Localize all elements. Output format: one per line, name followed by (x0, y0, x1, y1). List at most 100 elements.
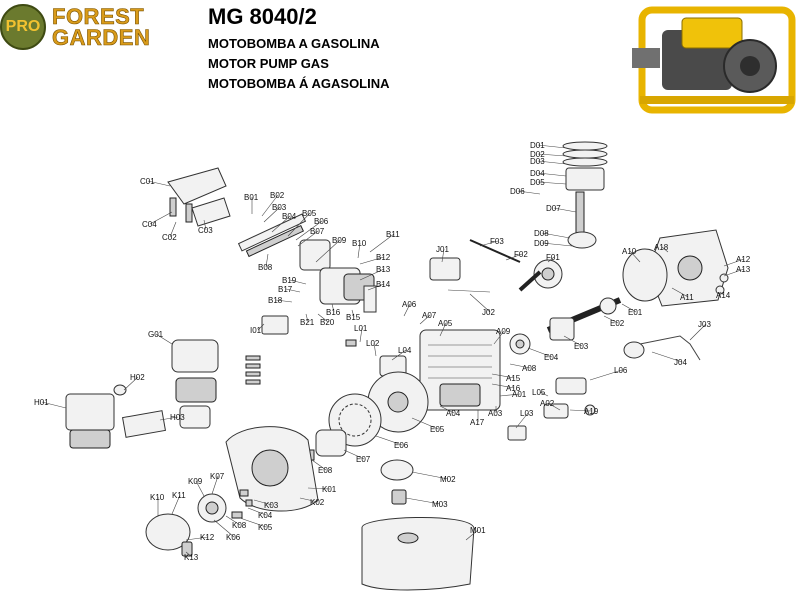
callout-leader-a19 (569, 409, 593, 412)
callout-leader-e04 (527, 347, 553, 358)
callout-leader-d02 (537, 153, 567, 157)
callout-leader-k07 (211, 475, 219, 495)
callout-leader-a18 (661, 246, 669, 253)
callout-leader-l04 (391, 349, 407, 361)
callout-leader-l05 (539, 391, 549, 397)
part-label-j04: J04 (674, 358, 687, 367)
callout-leader-h02 (123, 376, 139, 391)
part-label-l06: L06 (614, 366, 628, 375)
part-label-a02: A02 (540, 399, 555, 408)
callout-leader-a06 (403, 303, 411, 317)
callout-leader-l02 (373, 342, 377, 357)
part-label-a01: A01 (512, 390, 527, 399)
part-label-b11: B11 (386, 230, 400, 239)
part-label-d03: D03 (530, 157, 545, 166)
part-label-k02: K02 (310, 498, 325, 507)
part-label-k03: K03 (264, 501, 279, 510)
part-label-d08: D08 (534, 229, 549, 238)
part-label-a09: A09 (496, 327, 511, 336)
part-label-d09: D09 (534, 239, 549, 248)
callout-leader-b19 (289, 279, 307, 285)
callout-leader-b02 (261, 194, 279, 217)
callout-leader-e07 (343, 449, 365, 460)
callout-leader-b20 (317, 313, 329, 323)
callout-leader-a15 (491, 373, 515, 379)
callout-leader-e08 (311, 459, 327, 471)
callout-leader-h03 (159, 416, 179, 421)
callout-leader-a09 (493, 330, 505, 345)
part-label-e02: E02 (610, 319, 625, 328)
callout-leader-m03 (405, 497, 441, 505)
callout-leader-e05 (411, 417, 439, 430)
part-label-f01: F01 (546, 253, 560, 262)
callout-leader-d09 (541, 242, 573, 247)
part-label-a11: A11 (680, 293, 694, 302)
callout-leader-b07 (297, 230, 319, 247)
part-label-k11: K11 (172, 491, 186, 500)
callout-leader-j03 (689, 323, 707, 341)
part-label-l04: L04 (398, 346, 412, 355)
part-label-d07: D07 (546, 204, 561, 213)
part-label-k07: K07 (210, 472, 225, 481)
callout-leader-k02 (299, 497, 319, 503)
part-label-l01: L01 (354, 324, 368, 333)
callout-leader-b05 (287, 212, 311, 237)
header-line-3: MOTOBOMBA Á AGASOLINA (208, 76, 390, 91)
callout-leader-l03 (515, 412, 529, 429)
callout-leader-c03 (203, 219, 207, 231)
callout-leader-b03 (263, 206, 281, 223)
part-label-b07: B07 (310, 227, 325, 236)
callout-leader-g01 (155, 333, 173, 345)
pro-seal-icon: PRO (0, 4, 46, 50)
callout-leader-e02 (603, 315, 619, 324)
callout-leader-d04 (537, 172, 567, 177)
callout-leader-l01 (359, 327, 363, 343)
callout-leader-k05 (239, 517, 267, 528)
part-label-d02: D02 (530, 150, 545, 159)
part-label-a12: A12 (736, 255, 751, 264)
callout-leader-k09 (195, 480, 205, 497)
part-label-l02: L02 (366, 339, 380, 348)
callout-leader-e01 (621, 303, 637, 313)
callout-leader-d05 (537, 181, 567, 185)
part-label-m01: M01 (470, 526, 486, 535)
brand-wordmark: FOREST GARDEN (52, 4, 151, 50)
callout-leader-a11 (671, 287, 689, 298)
callout-leader-a08 (509, 363, 531, 369)
callout-leader-k06 (213, 519, 235, 538)
part-label-k12: K12 (200, 533, 215, 542)
part-label-a10: A10 (622, 247, 637, 256)
part-label-a03: A03 (488, 409, 503, 418)
part-label-j03: J03 (698, 320, 711, 329)
callout-leader-d08 (541, 232, 571, 239)
callout-leader-a12 (723, 258, 745, 267)
part-label-b13: B13 (376, 265, 391, 274)
parts-drawings (65, 141, 729, 591)
callout-leader-k01 (307, 487, 331, 490)
part-label-a07: A07 (422, 311, 437, 320)
part-label-d01: D01 (530, 141, 545, 150)
part-label-a05: A05 (438, 319, 453, 328)
part-label-b21: B21 (300, 318, 315, 327)
part-label-a14: A14 (716, 291, 731, 300)
callout-leader-b04 (271, 215, 291, 233)
part-label-a17: A17 (470, 418, 485, 427)
part-label-f03: F03 (490, 237, 504, 246)
callout-leader-l06 (589, 369, 623, 381)
part-label-k05: K05 (258, 523, 273, 532)
pump-photo (622, 0, 800, 118)
callout-leader-d03 (537, 160, 567, 165)
part-label-k10: K10 (150, 493, 165, 502)
callout-leader-b16 (331, 303, 335, 313)
callout-leader-a16 (491, 383, 515, 389)
callout-leader-b11 (369, 233, 395, 253)
part-label-k13: K13 (184, 553, 199, 562)
part-label-b15: B15 (346, 313, 361, 322)
part-label-b03: B03 (272, 203, 287, 212)
part-label-b14: B14 (376, 280, 391, 289)
callout-leader-a01 (499, 393, 521, 397)
callout-leader-k04 (247, 507, 267, 516)
